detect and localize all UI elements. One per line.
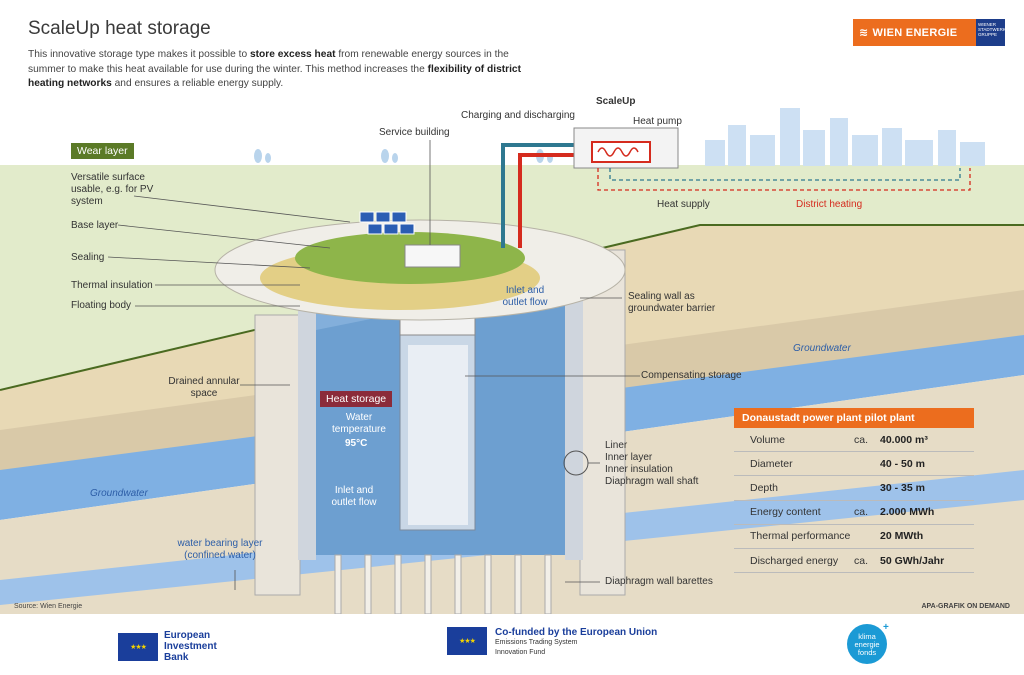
water-temp-label: Water temperature [332, 412, 386, 435]
water-temp-value: 95°C [345, 438, 368, 449]
drained-space-label: Drained annular space [168, 376, 240, 399]
intro-text: This innovative storage type makes it po… [28, 49, 521, 89]
ground-surface [0, 165, 1024, 390]
heat-pump [591, 141, 651, 163]
city-skyline [705, 108, 985, 166]
versatile-surface-label: Versatile surface usable, e.g. for PV sy… [71, 172, 154, 207]
scaleup-label: ScaleUp [596, 96, 636, 107]
shaft-wall-inner-left [298, 305, 316, 560]
groundwater-right-label: Groundwater [793, 343, 851, 354]
ground-edge [0, 224, 1024, 391]
source-note: Source: Wien Energie [14, 603, 83, 610]
shaft-left-wall [254, 314, 301, 596]
district-heating-label: District heating [796, 199, 863, 210]
compensating-storage-inner [408, 345, 468, 525]
service-building [404, 244, 461, 268]
compensating-storage-label: Compensating storage [641, 370, 742, 381]
klima-fonds-logo: klima energie fonds [847, 624, 887, 664]
pipe-red [518, 153, 580, 248]
trees [254, 149, 553, 163]
wear-layer-badge: Wear layer [71, 143, 134, 159]
pv-panels [359, 211, 415, 235]
wave-icon: ≋ [859, 27, 869, 39]
shaft-right-wall [579, 249, 626, 596]
eib-name: European Investment Bank [164, 630, 217, 663]
eu-cofund-logo: ★★★ Co-funded by the European Union Emis… [447, 627, 657, 657]
pipe-blue [501, 143, 580, 248]
water-bearing-label: water bearing layer (confined water) [177, 538, 263, 561]
charging-label: Charging and discharging [461, 110, 575, 121]
eu-flag-icon: ★★★ [118, 632, 158, 661]
eu-flag-icon: ★★★ [447, 627, 487, 655]
barettes-label: Diaphragm wall barettes [605, 576, 713, 587]
groundwater-left-label: Groundwater [90, 488, 148, 499]
heat-storage-badge: Heat storage [320, 391, 393, 407]
diaphragm-barettes [334, 554, 552, 614]
plus-icon: + [883, 622, 889, 633]
shaft-wall-inner-right [565, 245, 583, 560]
thermal-insulation-label: Thermal insulation [71, 280, 153, 291]
page-title: ScaleUp heat storage [28, 18, 211, 39]
heat-pump-label: Heat pump [633, 116, 682, 127]
district-heating-lines [597, 168, 971, 191]
liner-label: Liner [605, 440, 628, 451]
pilot-plant-title: Donaustadt power plant pilot plant [734, 408, 974, 428]
wien-energie-logo: ≋WIEN ENERGIE WIENER STADTWERKE GRUPPE [853, 19, 1009, 46]
leader-lines [107, 140, 640, 590]
base-layer-label: Base layer [71, 220, 119, 231]
pilot-plant-table: Donaustadt power plant pilot plant Volum… [734, 408, 974, 574]
inner-insulation-label: Inner insulation [605, 464, 673, 475]
inlet-outlet-bottom-label: Inlet and outlet flow [331, 485, 377, 508]
diaphragm-shaft-label: Diaphragm wall shaft [605, 476, 699, 487]
sealing-label: Sealing [71, 252, 105, 263]
inlet-outlet-top-label: Inlet and outlet flow [502, 285, 548, 308]
apa-credit: APA-GRAFIK ON DEMAND [921, 603, 1010, 610]
floating-body-label: Floating body [71, 300, 132, 311]
eib-logo: ★★★ European Investment Bank [118, 630, 244, 663]
heat-supply-label: Heat supply [657, 199, 710, 210]
diagram-scene [0, 108, 1024, 614]
heat-supply-lines [609, 168, 961, 181]
sealing-wall-label: Sealing wall as groundwater barrier [628, 291, 716, 314]
service-building-label: Service building [379, 127, 450, 138]
inner-layer-label: Inner layer [605, 452, 653, 463]
